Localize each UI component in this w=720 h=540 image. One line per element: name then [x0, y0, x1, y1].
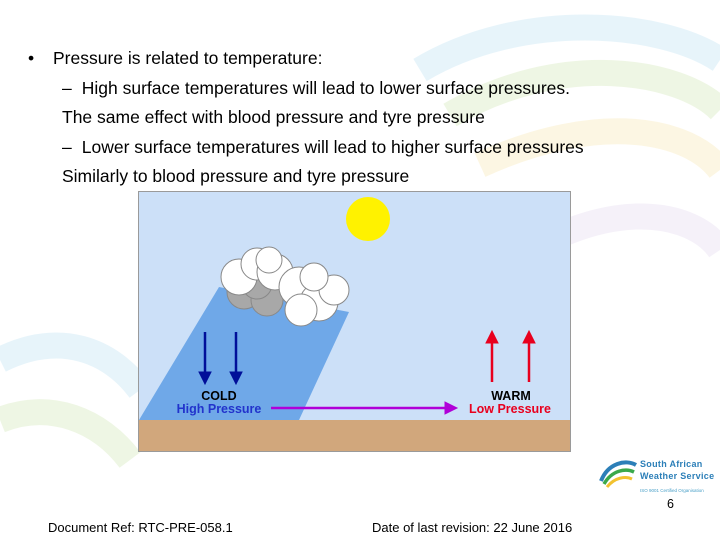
- note-blood-pressure-1: The same effect with blood pressure and …: [62, 107, 485, 127]
- saws-logo-icon: [599, 460, 638, 488]
- slide-text: • Pressure is related to temperature: –H…: [28, 44, 708, 192]
- revision-date: Date of last revision: 22 June 2016: [372, 520, 573, 535]
- low-pressure-label: Low Pressure: [469, 402, 551, 416]
- logo-name-line2: Weather Service: [640, 471, 715, 481]
- pressure-diagram-graphic: [139, 192, 570, 451]
- down-arrow-icon: [198, 332, 243, 386]
- document-reference: Document Ref: RTC-PRE-058.1: [48, 520, 233, 535]
- warm-label: WARM: [491, 389, 531, 403]
- dash-symbol: –: [62, 77, 72, 98]
- ground: [139, 420, 570, 451]
- up-arrow-icon: [485, 329, 536, 382]
- high-pressure-label: High Pressure: [176, 402, 262, 416]
- flow-arrow-icon: [271, 401, 459, 415]
- dash-symbol: –: [62, 136, 72, 157]
- saws-logo: South African Weather Service ISO 9001 C…: [598, 455, 715, 495]
- bullet-symbol: •: [28, 48, 35, 68]
- pressure-diagram: COLD High Pressure WARM Low Pressure: [138, 191, 571, 452]
- logo-name-line1: South African: [640, 459, 703, 469]
- sub-item-text: High surface temperatures will lead to l…: [81, 77, 570, 98]
- sun-icon: [346, 197, 390, 241]
- cold-label: COLD: [201, 389, 237, 403]
- sub-item-high-temperature: –High surface temperatures will lead to …: [28, 74, 708, 104]
- page-number: 6: [667, 497, 674, 511]
- sub-item-text: Lower surface temperatures will lead to …: [81, 136, 584, 157]
- cloud-icon: [220, 246, 350, 327]
- bullet-text: Pressure is related to temperature:: [53, 48, 323, 68]
- logo-tagline: ISO 9001 Certified Organisation: [640, 488, 704, 493]
- sub-item-low-temperature: –Lower surface temperatures will lead to…: [28, 133, 708, 163]
- note-blood-pressure-2: Similarly to blood pressure and tyre pre…: [62, 166, 410, 186]
- bullet-item: • Pressure is related to temperature:: [28, 44, 708, 74]
